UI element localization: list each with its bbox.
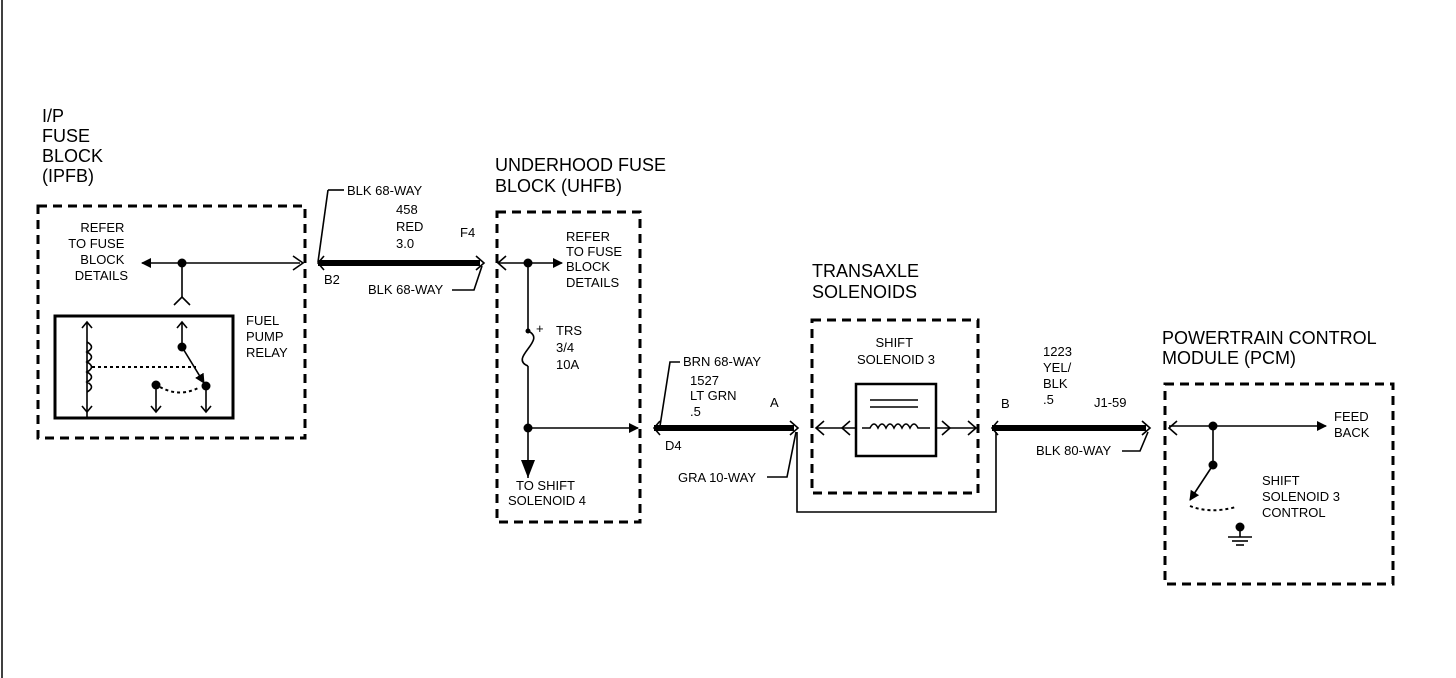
- relay-coil-top-arrow: [81, 320, 93, 329]
- transaxle-left-inner-chevron: [840, 420, 851, 436]
- wire-458-circuit: 458: [396, 202, 418, 217]
- wire-458-top-connector: BLK 68-WAY: [347, 183, 422, 198]
- wire-458-group: BLK 68-WAY 458 RED 3.0 F4 B2 BLK 68-WAY: [316, 183, 486, 297]
- wire-458-right-end: [475, 255, 486, 271]
- ipfb-refer-label: REFER TO FUSE BLOCK DETAILS: [68, 220, 128, 283]
- wire-1223-color-1: YEL/: [1043, 360, 1072, 375]
- uhfb-to-shift-label: TO SHIFT SOLENOID 4: [508, 478, 586, 508]
- ipfb-relay-label: FUEL PUMP RELAY: [246, 313, 288, 360]
- wire-1223-bottom-leader: [1122, 431, 1149, 452]
- wire-1527-bottom-connector: GRA 10-WAY: [678, 470, 756, 485]
- wire-1527-right-end: [789, 420, 800, 436]
- relay-nc-arc: [159, 386, 201, 394]
- wire-1223-right-end: [1141, 420, 1152, 436]
- wire-458-pin-right: F4: [460, 225, 475, 240]
- wire-1223-pin-left: B: [1001, 396, 1010, 411]
- wire-1223-color-2: BLK: [1043, 376, 1068, 391]
- wire-458-bottom-leader: [452, 265, 483, 291]
- transaxle-title: TRANSAXLE SOLENOIDS: [812, 261, 924, 302]
- uhfb-fuse-plus: +: [536, 321, 544, 336]
- relay-no-arrow: [200, 405, 212, 414]
- trs-fuse: [521, 330, 535, 367]
- wire-1527-circuit: 1527: [690, 373, 719, 388]
- wire-1527-group: BRN 68-WAY 1527 LT GRN .5 A D4 GRA 10-WA…: [652, 354, 997, 513]
- transaxle-right-inner-chevron: [941, 420, 952, 436]
- ipfb-relay-connector: [173, 295, 191, 306]
- ipfb-group: I/P FUSE BLOCK (IPFB) REFER TO FUSE BLOC…: [36, 106, 307, 440]
- ipfb-box: [36, 204, 307, 440]
- wire-1223-gauge: .5: [1043, 392, 1054, 407]
- relay-nc-arrow: [150, 405, 162, 414]
- ipfb-bus-chevron: [292, 255, 305, 271]
- uhfb-title: UNDERHOOD FUSE BLOCK (UHFB): [495, 155, 671, 196]
- transaxle-output-chevron: [967, 420, 978, 436]
- fuel-pump-relay: [53, 314, 235, 420]
- pcm-driver-switch: [1189, 464, 1214, 501]
- wire-1223-circuit: 1223: [1043, 344, 1072, 359]
- ipfb-title: I/P FUSE BLOCK (IPFB): [42, 106, 108, 186]
- wire-458-pin-left: B2: [324, 272, 340, 287]
- to-shift-solenoid-4-arrow: [521, 460, 535, 478]
- transaxle-box: [810, 318, 980, 495]
- relay-switch-arm: [181, 346, 205, 384]
- wire-458-color: RED: [396, 219, 423, 234]
- relay-common-arrow: [176, 320, 188, 329]
- uhfb-refer-label: REFER TO FUSE BLOCK DETAILS: [566, 229, 626, 290]
- transaxle-harness-outline: [796, 432, 997, 513]
- uhfb-fuse-label: TRS 3/4 10A: [556, 323, 586, 372]
- pcm-feedback-label: FEED BACK: [1334, 409, 1372, 440]
- pcm-title: POWERTRAIN CONTROL MODULE (PCM): [1162, 328, 1381, 368]
- pcm-driver-arc: [1189, 505, 1237, 512]
- wire-1527-color: LT GRN: [690, 388, 736, 403]
- pcm-input-chevron: [1167, 420, 1178, 436]
- transaxle-solenoid-label: SHIFT SOLENOID 3: [857, 335, 935, 367]
- wire-1527-pin-right: A: [770, 395, 779, 410]
- transaxle-group: TRANSAXLE SOLENOIDS SHIFT SOLENOID 3: [810, 261, 980, 495]
- wire-1223-bottom-connector: BLK 80-WAY: [1036, 443, 1111, 458]
- shift-solenoid-3: [854, 382, 938, 458]
- solenoid-coil: [862, 423, 930, 430]
- relay-coil: [85, 341, 93, 393]
- wire-458-gauge: 3.0: [396, 236, 414, 251]
- wire-1527-bottom-leader: [767, 431, 797, 478]
- pcm-box: [1163, 382, 1395, 586]
- wire-458-bottom-connector: BLK 68-WAY: [368, 282, 443, 297]
- wire-1223-pin-right: J1-59: [1094, 395, 1127, 410]
- wire-1527-pin-left: D4: [665, 438, 682, 453]
- wire-1527-top-leader: [659, 361, 680, 427]
- uhfb-box: [495, 210, 642, 524]
- wire-1527-gauge: .5: [690, 404, 701, 419]
- uhfb-group: UNDERHOOD FUSE BLOCK (UHFB) REFER TO FUS…: [495, 155, 671, 524]
- wire-1223-group: 1223 YEL/ BLK .5 B J1-59 BLK 80-WAY: [990, 344, 1152, 458]
- wire-1527-top-connector: BRN 68-WAY: [683, 354, 761, 369]
- pcm-control-label: SHIFT SOLENOID 3 CONTROL: [1262, 473, 1344, 520]
- wire-458-connector-leader-v: [317, 189, 329, 263]
- pcm-group: POWERTRAIN CONTROL MODULE (PCM) FEED BAC…: [1162, 328, 1395, 586]
